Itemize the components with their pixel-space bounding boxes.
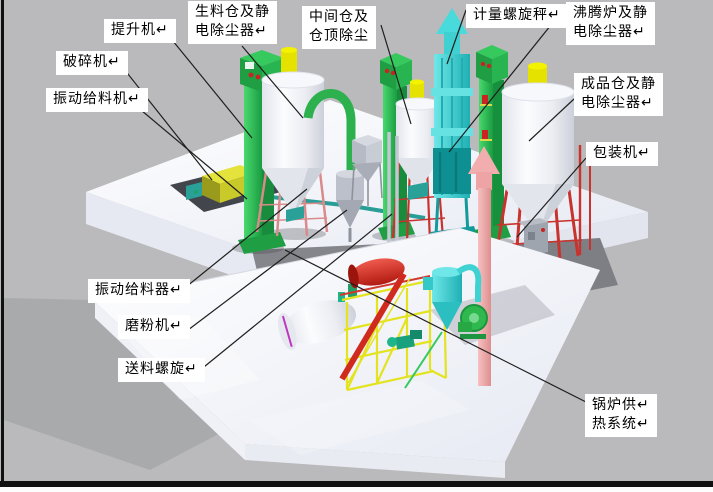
leader-packing-machine [516,157,587,238]
label-boiler-heating-system: 锅炉供↵ 热系统↵ [585,394,657,437]
mill-loop-pipe [303,89,364,242]
leader-grinding-mill [187,209,348,331]
red-incline-conveyor [339,272,407,381]
label-fluidized-furnace-esp: 沸腾炉及静 电除尘器↵ [566,2,655,45]
label-product-silo-esp: 成品仓及静 电除尘器↵ [574,73,663,116]
label-intermediate-silo: 中间仓及 仓顶除尘 [302,6,376,49]
leader-vibrating-feeder-machine [128,99,248,200]
leader-vibrating-feeder [180,188,308,292]
dust-hopper [351,135,383,206]
label-crusher: 破碎机↵ [56,51,128,75]
pit-conveyor [186,182,202,200]
boiler-lattice-tower [339,258,448,392]
label-vibrating-feeder-machine: 振动给料机↵ [46,88,148,112]
grinding-mill-body [336,170,364,242]
furnace-base-wrap [433,148,471,194]
red-rail [339,275,431,296]
leader-boiler-system [284,249,587,403]
label-hoist: 提升机↵ [104,19,176,43]
red-boiler-drum [348,258,405,289]
pump-group [387,330,422,350]
leader-raw-silo [241,45,304,119]
bottom-white-strip [0,487,713,492]
leader-fluidized-furnace [448,4,568,153]
cyclone-and-fan [423,264,488,339]
leader-hoist [163,29,253,139]
packing-machine-body [518,218,548,256]
label-raw-silo-esp: 生料仓及静 电除尘器↵ [188,1,277,44]
label-grinding-mill: 磨粉机↵ [118,315,190,339]
leader-intermediate-silo [380,24,412,125]
leader-crusher [119,63,213,181]
raw-material-silo [255,47,329,237]
label-feed-screw: 送料螺旋↵ [118,358,205,382]
label-vibrating-feeder: 振动给料器↵ [88,279,190,303]
silo-discharge-feeder [286,206,304,222]
bottom-border [0,481,713,487]
left-border [1,0,4,487]
leader-metering-screw [446,9,467,65]
incline-rail [347,277,411,384]
label-packing-machine: 包装机↵ [586,142,658,166]
green-brace [404,331,443,389]
leader-feed-screw [198,213,393,372]
silo-cap-yellow [281,50,297,76]
label-metering-screw-scale: 计量螺旋秤↵ [466,4,568,28]
leader-lines [119,4,587,403]
ground-shadow [4,298,230,470]
leader-product-silo [528,98,575,142]
boiler-tank [278,300,356,350]
